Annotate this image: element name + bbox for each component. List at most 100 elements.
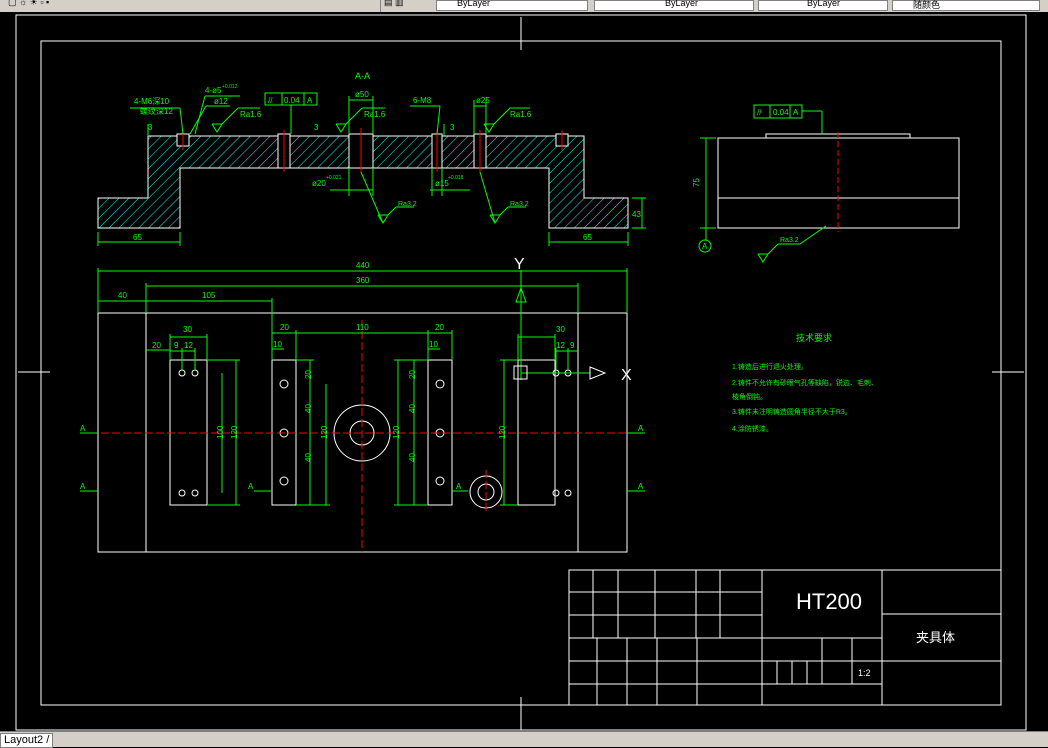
roughness-5: Ra3.2 xyxy=(510,201,529,208)
color-value: ByLayer xyxy=(457,0,491,8)
technical-notes: 技术要求 1.铸造后进行退火处理。 2.铸件不允许有砂眼气孔等缺陷，锐边、毛刺、… xyxy=(732,332,878,433)
thread-note: 4-M6深10 xyxy=(134,97,170,106)
tech-note-4: 4.涂防锈漆。 xyxy=(732,424,773,433)
dim-20-mid-left: 20 xyxy=(280,323,289,332)
tech-notes-title: 技术要求 xyxy=(796,332,832,343)
dim-v100: 100 xyxy=(216,425,225,439)
roughness-3: Ra1.6 xyxy=(510,110,532,119)
hole-tolerance: +0.012 xyxy=(222,84,238,90)
dim-10-mid-left: 10 xyxy=(273,340,282,349)
dim-3-c: 3 xyxy=(450,123,455,132)
plotstyle-value: 随颜色 xyxy=(913,0,941,10)
dim-3-a: 3 xyxy=(148,123,153,132)
dim-12-right: 12 xyxy=(556,341,565,350)
dim-43: 43 xyxy=(632,210,641,219)
side-roughness: Ra3.2 xyxy=(780,237,799,244)
side-tol-symbol: // xyxy=(757,108,762,117)
scale-label: 1:2 xyxy=(858,668,871,678)
tech-note-1: 1.铸造后进行退火处理。 xyxy=(732,362,808,371)
m8-note: 6-M8 xyxy=(413,96,432,105)
dim-v120-a: 120 xyxy=(320,425,329,439)
cad-drawing[interactable]: A-A 4-M6深10 螺纹深1 xyxy=(0,12,1048,731)
dim-20-mid-right: 20 xyxy=(435,323,444,332)
dim-9-right: 9 xyxy=(570,341,575,350)
frame-center-marks xyxy=(18,17,1024,730)
section-mark-a2: A xyxy=(638,424,644,433)
lineweight-value: ByLayer xyxy=(807,0,841,8)
dim-3-b: 3 xyxy=(314,123,319,132)
dim-20-left: 20 xyxy=(152,341,161,350)
dim-105: 105 xyxy=(202,291,216,300)
dim-40: 40 xyxy=(118,291,127,300)
section-view: A-A xyxy=(97,71,629,229)
tech-note-3: 3.铸件未注明铸造圆角半径不大于R3。 xyxy=(732,407,852,416)
axis-x-label: X xyxy=(621,367,632,384)
material-label: HT200 xyxy=(796,589,862,614)
side-view xyxy=(717,132,960,232)
section-mark-a3: A xyxy=(80,482,86,491)
dim-360: 360 xyxy=(356,276,370,285)
section-title: A-A xyxy=(355,71,370,81)
roughness-4: Ra3.2 xyxy=(398,201,417,208)
side-tol-value: 0.04 xyxy=(773,108,789,117)
toolbar-separator xyxy=(380,0,381,12)
thread-depth-note: 螺纹深12 xyxy=(140,106,173,116)
axis-y-label: Y xyxy=(514,256,525,273)
roughness-2: Ra1.6 xyxy=(364,110,386,119)
side-tol-datum: A xyxy=(793,108,799,117)
section-dim-text: 4-M6深10 螺纹深12 4-ø5 +0.012 ø12 Ra1.6 // 0… xyxy=(133,84,641,242)
properties-toolbar: ▢ ☼ ☀ ▫ ▪ ▤ ▥ ByLayer ByLayer ByLayer 随颜… xyxy=(0,0,1048,13)
linetype-value: ByLayer xyxy=(665,0,699,8)
section-mark-a1: A xyxy=(80,424,86,433)
dim-v20-b: 20 xyxy=(408,370,417,379)
layer-icon[interactable]: ▤ ▥ xyxy=(384,0,404,7)
d50-label: ø50 xyxy=(355,90,369,99)
d25-label: ø25 xyxy=(476,96,490,105)
dim-v40-d: 40 xyxy=(408,453,417,462)
plotstyle-dropdown[interactable]: 随颜色 xyxy=(892,0,1040,11)
datum-a: A xyxy=(702,242,708,251)
plan-view xyxy=(90,312,636,553)
toolbar-icons[interactable]: ▢ ☼ ☀ ▫ ▪ xyxy=(8,0,50,7)
tech-note-2b: 棱角倒钝。 xyxy=(732,392,767,401)
dim-v120-c: 120 xyxy=(392,425,401,439)
dim-9-left: 9 xyxy=(174,341,179,350)
hole-note: 4-ø5 xyxy=(205,86,222,95)
part-name: 夹具体 xyxy=(916,630,955,645)
section-dimensions xyxy=(97,92,646,246)
dim-v120-b: 120 xyxy=(230,425,239,439)
plan-dimensions xyxy=(80,268,645,506)
title-block xyxy=(568,569,1002,706)
dim-v120-d: 120 xyxy=(498,425,507,439)
d12-label: ø12 xyxy=(214,97,228,106)
dim-v40-c: 40 xyxy=(408,404,417,413)
tech-note-2: 2.铸件不允许有砂眼气孔等缺陷，锐边、毛刺、 xyxy=(732,378,878,387)
section-mark-a5: A xyxy=(248,482,254,491)
side-dimensions xyxy=(698,104,827,263)
color-dropdown[interactable]: ByLayer xyxy=(436,0,588,11)
d20-label: ø20 xyxy=(312,179,326,188)
section-mark-a4: A xyxy=(638,482,644,491)
d15-label: ø15 xyxy=(435,179,449,188)
section-mark-a6: A xyxy=(456,482,462,491)
side-dim-text: // 0.04 A 75 A Ra3.2 xyxy=(692,108,799,251)
dim-30-left: 30 xyxy=(183,325,192,334)
dim-440: 440 xyxy=(356,261,370,270)
linetype-dropdown[interactable]: ByLayer xyxy=(594,0,754,11)
tol-symbol: // xyxy=(268,96,273,105)
layout-tabs-bar: Layout2 / xyxy=(0,731,1048,748)
axis-labels: Y X xyxy=(514,256,632,384)
lineweight-dropdown[interactable]: ByLayer xyxy=(758,0,888,11)
dim-65-left: 65 xyxy=(133,233,142,242)
dim-65-right: 65 xyxy=(583,233,592,242)
dim-10-mid-right: 10 xyxy=(429,340,438,349)
tol-value: 0.04 xyxy=(284,96,300,105)
side-dim-75: 75 xyxy=(692,178,701,187)
d15-tolerance: +0.018 xyxy=(448,175,464,181)
plan-dim-text: 440 360 40 105 30 20 9 12 20 10 110 20 1… xyxy=(80,261,644,491)
drawing-canvas[interactable]: A-A 4-M6深10 螺纹深1 xyxy=(0,12,1048,731)
tol-datum: A xyxy=(307,96,313,105)
layout2-tab[interactable]: Layout2 / xyxy=(0,733,54,748)
dim-12-left: 12 xyxy=(184,341,193,350)
dim-v20-a: 20 xyxy=(304,370,313,379)
